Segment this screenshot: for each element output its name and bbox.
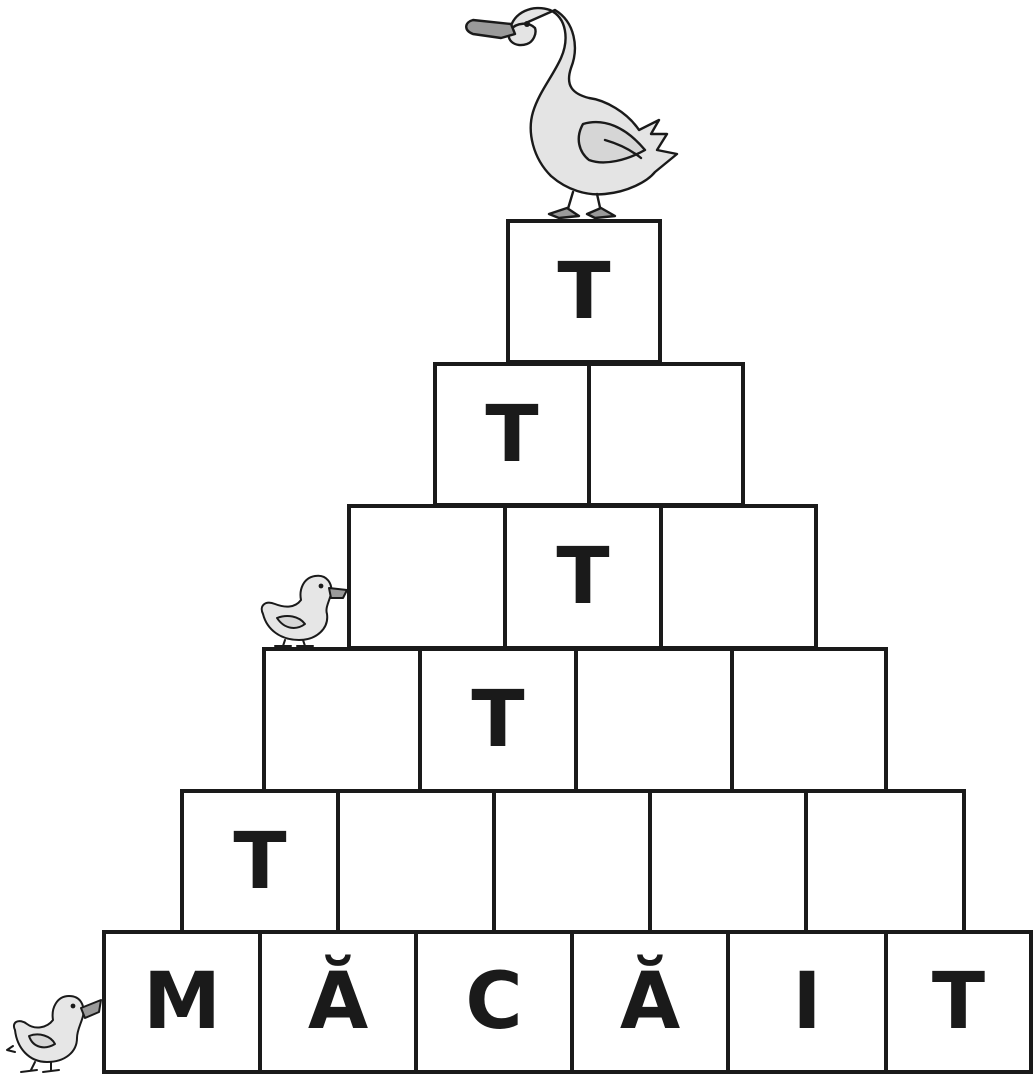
pyramid-cell-r5-c2 — [336, 789, 496, 935]
pyramid-cell-r6-c2: Ă — [258, 930, 418, 1074]
cell-letter: I — [792, 963, 821, 1041]
pyramid-cell-r4-c1 — [262, 647, 422, 793]
pyramid-cell-r5-c3 — [492, 789, 652, 935]
pyramid-cell-r2-c1: T — [433, 362, 591, 507]
pyramid-cell-r5-c5 — [804, 789, 966, 935]
cell-letter: T — [233, 823, 286, 901]
cell-letter: T — [556, 538, 609, 616]
cell-letter: Ă — [308, 963, 368, 1041]
cell-letter: T — [485, 396, 538, 474]
cell-letter: T — [932, 963, 985, 1041]
pyramid-cell-r4-c3 — [574, 647, 734, 793]
pyramid-cell-r3-c3 — [659, 504, 818, 650]
cell-letter: M — [143, 963, 221, 1041]
pyramid-cell-r6-c5: I — [726, 930, 888, 1074]
pyramid-cell-r3-c2: T — [503, 504, 663, 650]
duckling-illustration-bottom — [5, 990, 105, 1074]
pyramid-cell-r2-c2 — [587, 362, 745, 507]
duckling-illustration-middle — [255, 570, 350, 650]
pyramid-cell-r1-c1: T — [506, 219, 662, 364]
cell-letter: T — [471, 681, 524, 759]
pyramid-cell-r5-c4 — [648, 789, 808, 935]
pyramid-cell-r6-c1: M — [102, 930, 262, 1074]
cell-letter: Ă — [620, 963, 680, 1041]
pyramid-cell-r6-c4: Ă — [570, 930, 730, 1074]
cell-letter: T — [557, 253, 610, 331]
pyramid-cell-r3-c1 — [347, 504, 507, 650]
pyramid-cell-r4-c4 — [730, 647, 888, 793]
pyramid-cell-r6-c3: C — [414, 930, 574, 1074]
cell-letter: C — [465, 963, 522, 1041]
pyramid-cell-r5-c1: T — [180, 789, 340, 935]
pyramid-cell-r4-c2: T — [418, 647, 578, 793]
goose-illustration — [455, 0, 685, 225]
pyramid-cell-r6-c6: T — [884, 930, 1033, 1074]
